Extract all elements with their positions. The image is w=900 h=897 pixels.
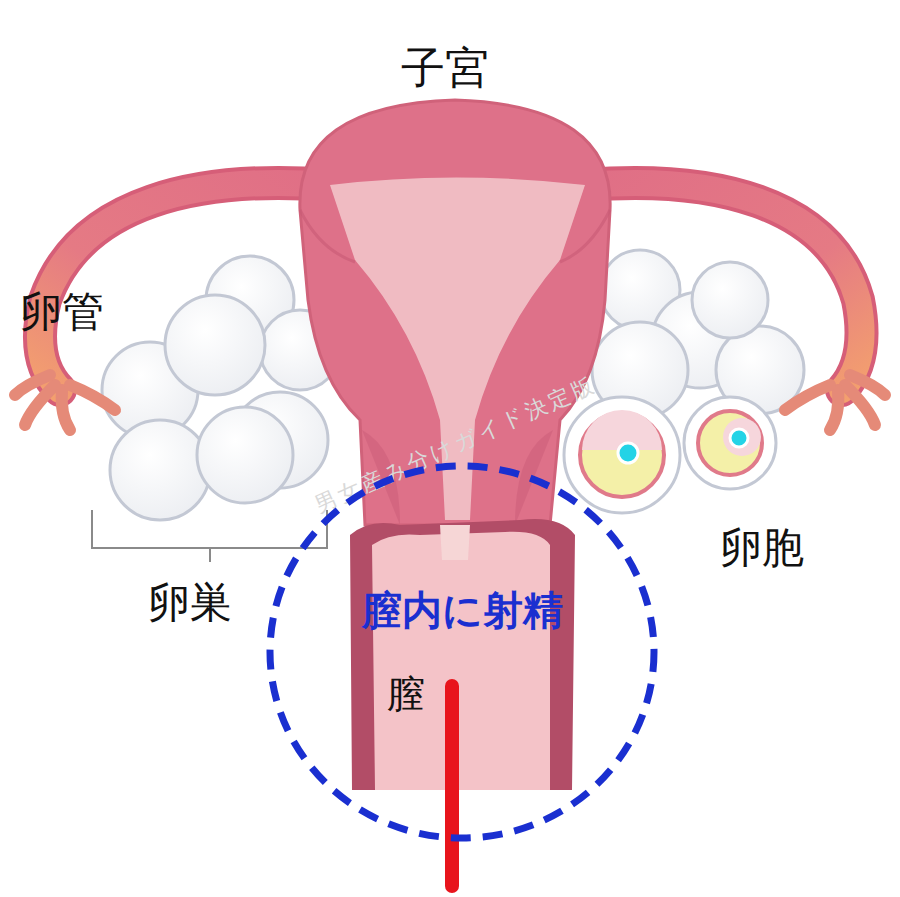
dashed-circle-region: 膣内に射精膣 [266, 462, 658, 842]
fallopian-tube-label: 卵管 [20, 289, 104, 335]
follicles [564, 397, 776, 513]
ovary-label: 卵巣 [148, 580, 232, 626]
ovary-bracket [92, 510, 327, 562]
penis-line [445, 686, 459, 886]
dashed-circle-outline [266, 462, 658, 842]
ejaculation-label: 膣内に射精 [362, 588, 563, 632]
right-ovary [592, 250, 804, 418]
vagina-label: 膣 [387, 674, 425, 716]
uterus-label: 子宮 [401, 44, 489, 92]
vagina [350, 519, 575, 790]
follicle-label: 卵胞 [720, 525, 804, 571]
left-ovary [102, 256, 340, 520]
